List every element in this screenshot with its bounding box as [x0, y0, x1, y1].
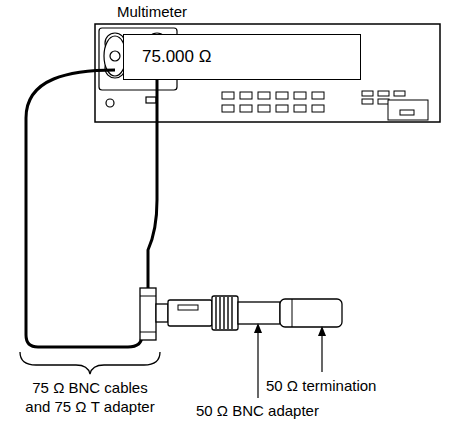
t-stub [156, 304, 168, 322]
bnc-connector [168, 300, 212, 326]
part-label: 50 Ω termination [266, 376, 436, 395]
display-reading: 75.000 Ω [124, 35, 360, 78]
knurling [216, 297, 232, 329]
part-label: 75 Ω BNC cables and 75 Ω T adapter [21, 378, 159, 416]
switch [146, 97, 156, 103]
bnc-adapter [238, 302, 280, 324]
bnc-adapter-nut [212, 296, 238, 330]
brace [20, 352, 160, 374]
display-panel: 75.000 Ω [123, 34, 361, 80]
multimeter-housing [95, 24, 440, 122]
device-title: Multimeter [95, 0, 458, 20]
bnc-cable [148, 70, 157, 290]
leader-arrow [257, 328, 258, 398]
termination [280, 299, 342, 327]
t-adapter [140, 288, 156, 340]
keypad [222, 91, 428, 120]
leader-arrow [321, 331, 322, 372]
part-label: 50 Ω BNC adapter [196, 401, 366, 420]
indicator [106, 99, 114, 107]
multimeter: Multimeter75.000 Ω [95, 0, 458, 24]
bnc-cable [26, 70, 142, 347]
